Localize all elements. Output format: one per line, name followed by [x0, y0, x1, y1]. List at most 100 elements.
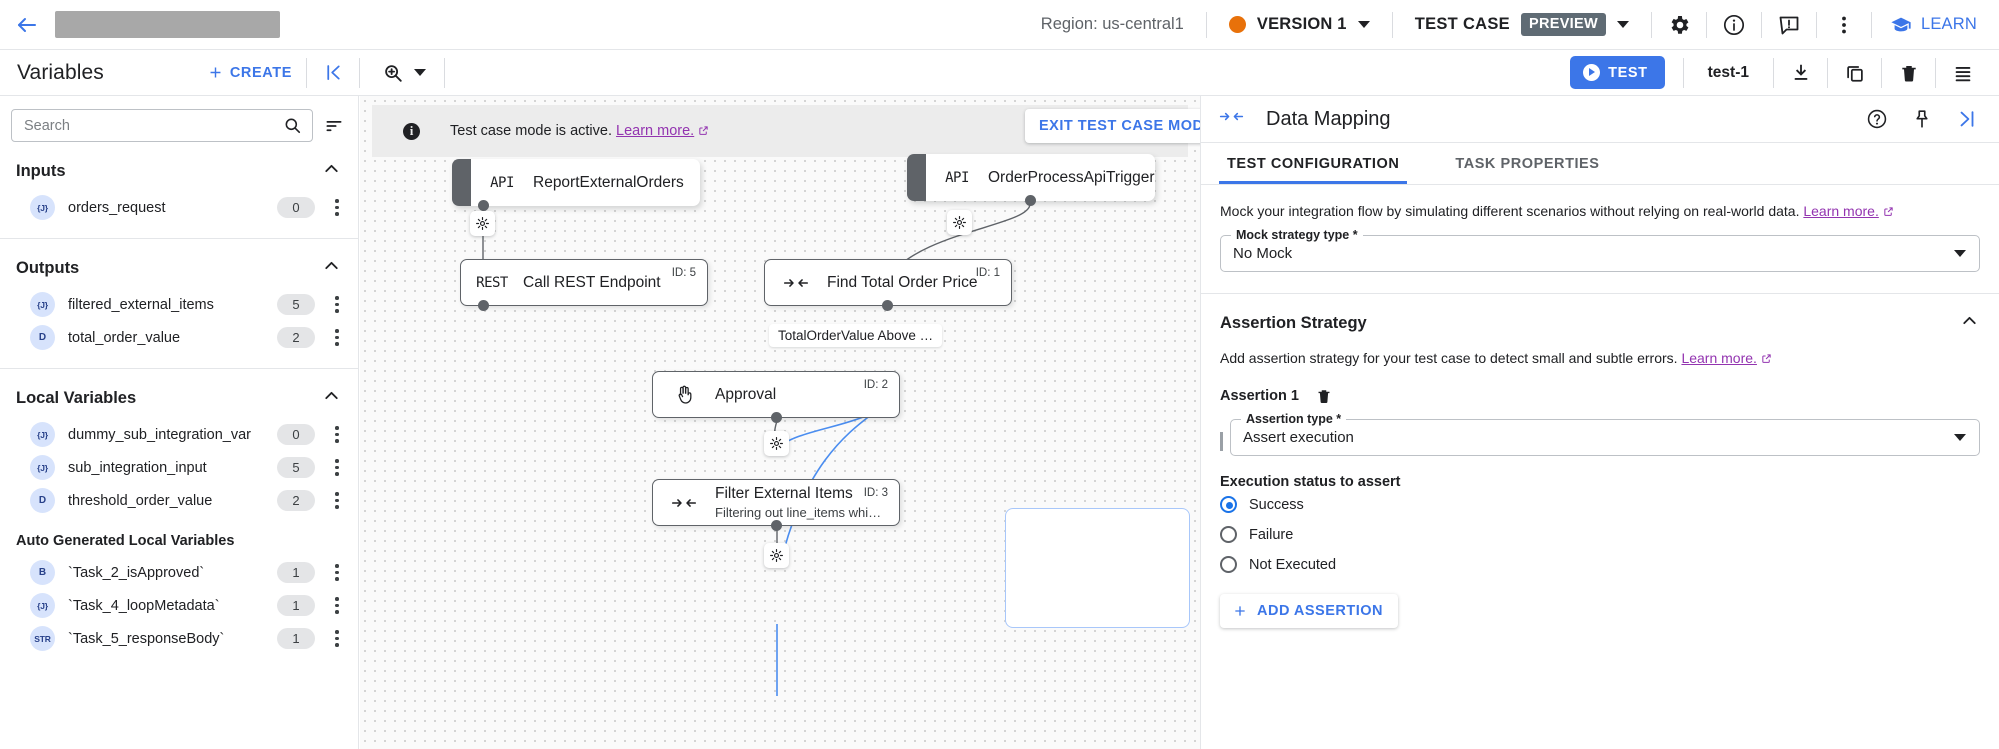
list-item[interactable]: {J} dummy_sub_integration_var 0 — [0, 418, 358, 451]
help-icon[interactable] — [1862, 104, 1892, 134]
panel-title: Data Mapping — [1266, 107, 1391, 130]
chevron-up-icon[interactable] — [321, 255, 342, 281]
radio-icon[interactable] — [1220, 496, 1237, 514]
test-button[interactable]: TEST — [1570, 56, 1665, 89]
more-vert-icon[interactable] — [328, 426, 346, 443]
node-approval[interactable]: Approval ID: 2 — [652, 371, 900, 418]
section-title: Outputs — [16, 258, 80, 277]
node-output-port[interactable] — [478, 200, 489, 211]
learn-button[interactable]: LEARN — [1872, 14, 1999, 36]
radio-option-not-executed[interactable]: Not Executed — [1220, 550, 1980, 580]
approval-hand-icon — [653, 384, 715, 405]
delete-icon[interactable] — [1882, 50, 1935, 96]
version-selector[interactable]: VERSION 1 — [1207, 0, 1392, 49]
more-vert-icon[interactable] — [328, 492, 346, 509]
back-arrow-icon[interactable] — [13, 11, 41, 39]
more-vert-icon[interactable] — [328, 459, 346, 476]
assertion-item-header: Assertion 1 — [1220, 387, 1980, 405]
radio-icon[interactable] — [1220, 526, 1237, 544]
variable-count: 0 — [277, 197, 315, 218]
node-output-port[interactable] — [478, 300, 489, 311]
section-header-local-variables[interactable]: Local Variables — [0, 369, 358, 418]
pin-icon[interactable] — [1907, 104, 1937, 134]
gear-icon[interactable] — [764, 543, 789, 568]
node-title: Call REST Endpoint — [523, 273, 661, 291]
section-header-outputs[interactable]: Outputs — [0, 239, 358, 288]
test-case-selector[interactable]: TEST CASE PREVIEW — [1393, 0, 1651, 49]
node-output-port[interactable] — [771, 520, 782, 531]
list-item[interactable]: {J} orders_request 0 — [0, 191, 358, 224]
node-output-port[interactable] — [1025, 195, 1036, 206]
more-vert-icon[interactable] — [1817, 0, 1871, 50]
variable-count: 2 — [277, 327, 315, 348]
tab-test-configuration[interactable]: TEST CONFIGURATION — [1219, 143, 1407, 184]
list-item[interactable]: B `Task_2_isApproved` 1 — [0, 556, 358, 589]
list-item[interactable]: STR `Task_5_responseBody` 1 — [0, 622, 358, 655]
feedback-icon[interactable] — [1762, 0, 1816, 50]
assertion-type-value: Assert execution — [1243, 428, 1354, 446]
assertion-strategy-header[interactable]: Assertion Strategy — [1201, 294, 1999, 336]
test-case-name[interactable]: test-1 — [1707, 63, 1749, 81]
edge-condition-label[interactable]: TotalOrderValue Above … — [769, 324, 943, 347]
node-output-port[interactable] — [771, 412, 782, 423]
exit-test-case-mode-button[interactable]: EXIT TEST CASE MODE — [1025, 109, 1200, 143]
chevron-up-icon[interactable] — [1959, 310, 1980, 336]
data-mapping-icon — [1219, 108, 1244, 130]
more-vert-icon[interactable] — [328, 564, 346, 581]
list-item[interactable]: D total_order_value 2 — [0, 321, 358, 354]
tab-task-properties[interactable]: TASK PROPERTIES — [1455, 155, 1600, 172]
radio-option-failure[interactable]: Failure — [1220, 520, 1980, 550]
mock-strategy-type-select[interactable]: Mock strategy type * No Mock — [1220, 228, 1980, 273]
download-icon[interactable] — [1774, 50, 1827, 96]
search-input-wrapper[interactable] — [11, 109, 313, 142]
node-call-rest-endpoint[interactable]: REST Call REST Endpoint ID: 5 — [460, 259, 708, 306]
expand-panel-icon[interactable] — [1952, 104, 1982, 134]
more-vert-icon[interactable] — [328, 296, 346, 313]
node-order-process-api-trigger[interactable]: API OrderProcessApiTrigger — [907, 154, 1155, 201]
node-find-total-order-price[interactable]: Find Total Order Price ID: 1 — [764, 259, 1012, 306]
list-item[interactable]: {J} filtered_external_items 5 — [0, 288, 358, 321]
more-vert-icon[interactable] — [328, 630, 346, 647]
list-icon[interactable] — [1936, 50, 1989, 96]
gear-icon[interactable] — [470, 211, 495, 236]
node-accent-bar — [452, 159, 471, 206]
gear-icon[interactable] — [764, 431, 789, 456]
chevron-up-icon[interactable] — [321, 385, 342, 411]
node-id-label: ID: 2 — [863, 379, 888, 391]
delete-icon[interactable] — [1315, 387, 1333, 405]
flow-canvas[interactable]: i Test case mode is active. Learn more. … — [360, 96, 1200, 749]
more-vert-icon[interactable] — [328, 597, 346, 614]
selected-node-placeholder[interactable] — [1005, 508, 1190, 628]
list-item[interactable]: {J} sub_integration_input 5 — [0, 451, 358, 484]
variable-type-badge: {J} — [30, 593, 55, 618]
learn-more-link[interactable]: Learn more. — [616, 123, 695, 139]
node-filter-external-items[interactable]: Filter External Items Filtering out line… — [652, 479, 900, 526]
info-icon[interactable] — [1707, 0, 1761, 50]
node-report-external-orders[interactable]: API ReportExternalOrders — [452, 159, 700, 206]
more-vert-icon[interactable] — [328, 329, 346, 346]
section-header-inputs[interactable]: Inputs — [0, 142, 358, 191]
assertion-type-select[interactable]: Assertion type * Assert execution — [1230, 411, 1980, 456]
learn-more-link[interactable]: Learn more. — [1681, 350, 1757, 367]
chevron-up-icon[interactable] — [321, 158, 342, 184]
node-output-port[interactable] — [882, 300, 893, 311]
create-label: CREATE — [229, 64, 292, 81]
radio-option-success[interactable]: Success — [1220, 490, 1980, 520]
collapse-panel-icon[interactable] — [307, 50, 359, 96]
radio-icon[interactable] — [1220, 556, 1237, 574]
search-input[interactable] — [24, 117, 283, 134]
create-variable-button[interactable]: CREATE — [207, 64, 292, 81]
node-id-label: ID: 5 — [671, 267, 696, 279]
learn-more-link[interactable]: Learn more. — [1803, 203, 1879, 219]
banner-message: Test case mode is active. — [450, 123, 612, 139]
list-item[interactable]: D threshold_order_value 2 — [0, 484, 358, 517]
zoom-control[interactable] — [360, 62, 444, 84]
variable-count: 1 — [277, 595, 315, 616]
copy-icon[interactable] — [1828, 50, 1881, 96]
more-vert-icon[interactable] — [328, 199, 346, 216]
gear-icon[interactable] — [1652, 0, 1706, 50]
sort-icon[interactable] — [324, 116, 344, 136]
list-item[interactable]: {J} `Task_4_loopMetadata` 1 — [0, 589, 358, 622]
add-assertion-button[interactable]: ADD ASSERTION — [1220, 593, 1398, 628]
gear-icon[interactable] — [947, 210, 972, 235]
